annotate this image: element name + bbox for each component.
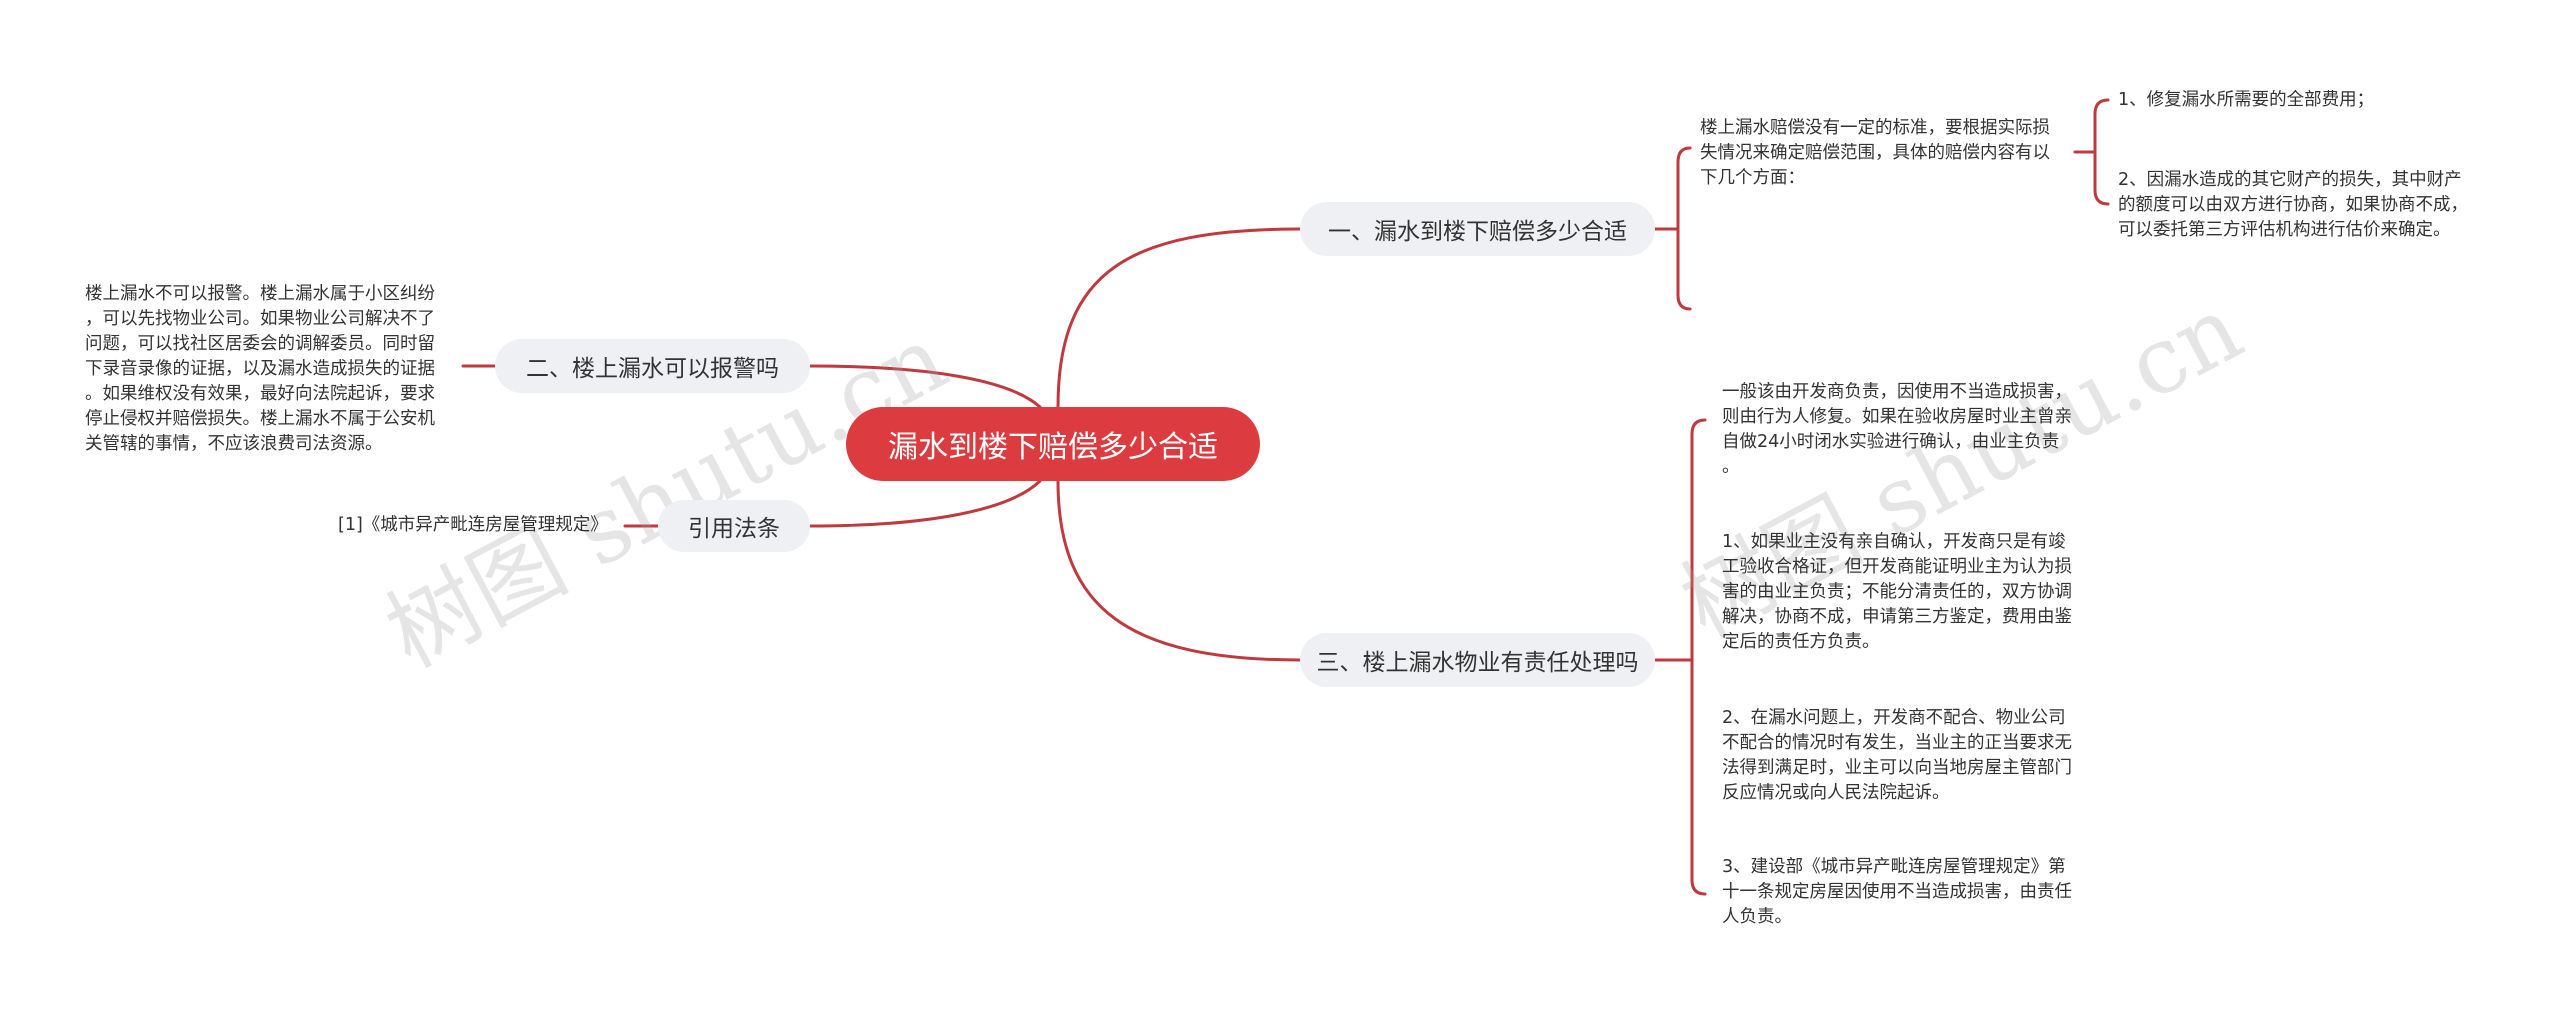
branch-b3[interactable]: 三、楼上漏水物业有责任处理吗 xyxy=(1300,633,1655,687)
b1-item-2: 2、因漏水造成的其它财产的损失，其中财产 的额度可以由双方进行协商，如果协商不成… xyxy=(2118,170,2468,240)
bracket-b1-items xyxy=(2093,98,2110,206)
central-topic[interactable]: 漏水到楼下赔偿多少合适 xyxy=(846,407,1260,481)
branch-b2[interactable]: 二、楼上漏水可以报警吗 xyxy=(495,339,810,393)
bracket-b1 xyxy=(1676,146,1692,311)
branch-b1[interactable]: 一、漏水到楼下赔偿多少合适 xyxy=(1300,202,1655,256)
b4-text: [1]《城市异产毗连房屋管理规定》 xyxy=(338,515,608,535)
b3-item-4: 3、建设部《城市异产毗连房屋管理规定》第 十一条规定房屋因使用不当造成损害，由责… xyxy=(1722,857,2072,927)
b3-item-1: 一般该由开发商负责，因使用不当造成损害， 则由行为人修复。如果在验收房屋时业主曾… xyxy=(1722,382,2072,477)
bracket-b3 xyxy=(1690,418,1707,896)
link-center-b3 xyxy=(1056,479,1302,662)
link-center-b2 xyxy=(808,364,1042,409)
link-center-b1 xyxy=(1056,227,1302,409)
b1-item-1: 1、修复漏水所需要的全部费用； xyxy=(2118,90,2375,110)
b3-item-2: 1、如果业主没有亲自确认，开发商只是有竣 工验收合格证，但开发商能证明业主为认为… xyxy=(1722,532,2072,652)
b2-text: 楼上漏水不可以报警。楼上漏水属于小区纠纷 ，可以先找物业公司。如果物业公司解决不… xyxy=(85,284,435,454)
link-center-b4 xyxy=(808,479,1042,528)
b3-item-3: 2、在漏水问题上，开发商不配合、物业公司 不配合的情况时有发生，当业主的正当要求… xyxy=(1722,708,2072,803)
branch-b4[interactable]: 引用法条 xyxy=(658,500,810,552)
b1-intro-text: 楼上漏水赔偿没有一定的标准，要根据实际损 失情况来确定赔偿范围，具体的赔偿内容有… xyxy=(1700,118,2050,188)
